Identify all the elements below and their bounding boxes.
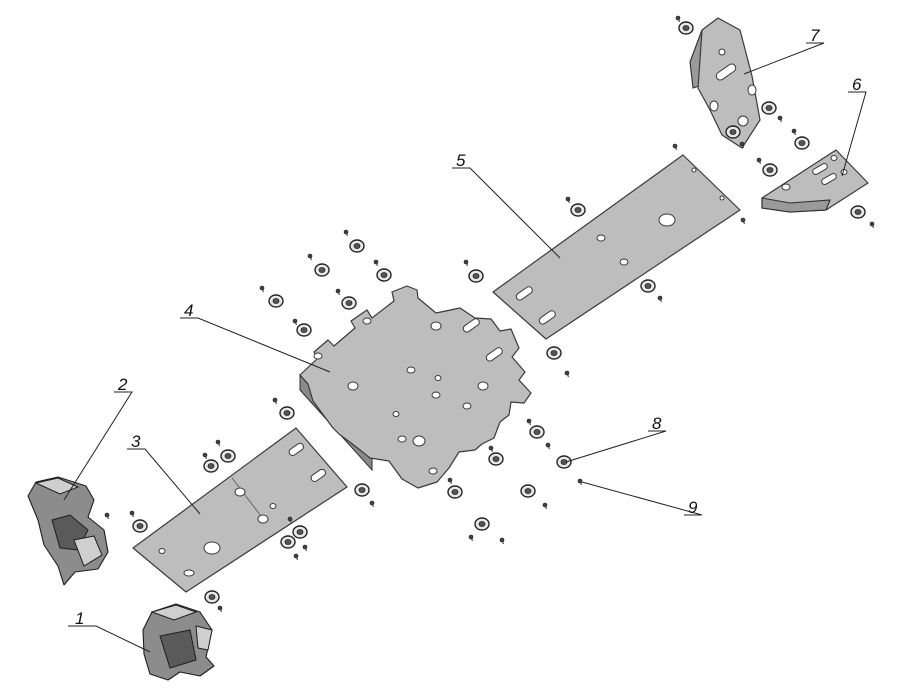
washer-icon — [292, 525, 308, 539]
bolt-icon — [335, 288, 341, 296]
bolt-icon — [202, 452, 208, 460]
bolt-icon — [526, 418, 532, 426]
bolt-icon — [565, 196, 571, 204]
part-6-rear-bracket — [761, 149, 869, 213]
callout-2: 2 — [117, 375, 128, 394]
callout-6: 6 — [852, 75, 862, 94]
bolt-icon — [259, 285, 265, 293]
bolt-icon — [272, 397, 278, 405]
bolt-icon — [302, 544, 308, 552]
bolt-icon — [217, 605, 223, 613]
washer-icon — [850, 205, 866, 219]
washer-icon — [341, 296, 357, 310]
callout-3: 3 — [131, 432, 141, 451]
bolt-icon — [756, 157, 762, 165]
bolt-icon — [373, 259, 379, 267]
bolt-icon — [542, 502, 548, 510]
bolt-icon — [447, 477, 453, 485]
washer-icon — [474, 517, 490, 531]
bolt-icon — [468, 534, 474, 542]
washer-icon — [762, 163, 778, 177]
part-7-rear-upright — [689, 17, 761, 149]
bolt-icon — [287, 516, 293, 524]
washer-icon — [280, 535, 296, 549]
callout-9: 9 — [688, 498, 698, 517]
washer-icon — [279, 406, 295, 420]
washer-icon — [725, 125, 741, 139]
bolt-icon — [215, 439, 221, 447]
washer-icon — [132, 519, 148, 533]
callout-labels: 1 2 3 4 5 6 7 8 9 — [75, 26, 862, 628]
washer-icon — [203, 459, 219, 473]
bolt-icon — [869, 221, 875, 229]
part-1-front-lower-guard — [142, 603, 215, 681]
bolt-icon — [777, 115, 783, 123]
part-5-rear-plate — [492, 154, 741, 340]
washer-icon — [761, 101, 777, 115]
washer-icon — [468, 269, 484, 283]
bolt-icon — [740, 217, 746, 225]
bolt-icon — [675, 15, 681, 23]
washer-icon — [220, 449, 236, 463]
part-2-front-guard — [27, 476, 109, 586]
washer-icon — [349, 239, 365, 253]
callout-4: 4 — [184, 301, 193, 320]
bolt-icon — [564, 370, 570, 378]
washer-icon — [529, 425, 545, 439]
bolt-icon — [293, 553, 299, 561]
bolt-icon — [463, 259, 469, 267]
callout-1: 1 — [75, 609, 84, 628]
washer-icon — [794, 136, 810, 150]
callout-5: 5 — [456, 151, 466, 170]
washer-icon — [376, 268, 392, 282]
bolt-icon — [488, 445, 494, 453]
washer-icon — [570, 203, 586, 217]
bolt-icon — [791, 128, 797, 136]
bolt-icon — [129, 510, 135, 518]
washer-icon — [546, 346, 562, 360]
washer-icon — [204, 590, 220, 604]
bolt-icon — [672, 143, 678, 151]
bolt-icon — [343, 229, 349, 237]
washer-icon — [314, 263, 330, 277]
callout-7: 7 — [810, 26, 820, 45]
bolt-icon — [307, 253, 313, 261]
bolt-icon — [369, 500, 375, 508]
bolt-icon — [657, 295, 663, 303]
bolt-icon — [104, 512, 110, 520]
washer-icon — [488, 452, 504, 466]
callout-8: 8 — [652, 414, 662, 433]
washer-icon — [640, 279, 656, 293]
washer-icon — [354, 483, 370, 497]
bolt-icon — [292, 318, 298, 326]
washer-icon — [520, 484, 536, 498]
fasteners-group — [104, 15, 875, 613]
washer-icon — [447, 485, 463, 499]
washer-icon — [296, 323, 312, 337]
leader-lines — [63, 42, 867, 653]
bolt-icon — [739, 141, 745, 149]
part-3-front-plate — [132, 427, 348, 593]
bolt-icon — [577, 478, 583, 486]
bolt-icon — [545, 442, 551, 450]
washer-icon — [678, 21, 694, 35]
part-4-center-plate — [299, 285, 532, 489]
bolt-icon — [499, 537, 505, 545]
washer-icon — [556, 455, 572, 469]
washer-icon — [268, 294, 284, 308]
